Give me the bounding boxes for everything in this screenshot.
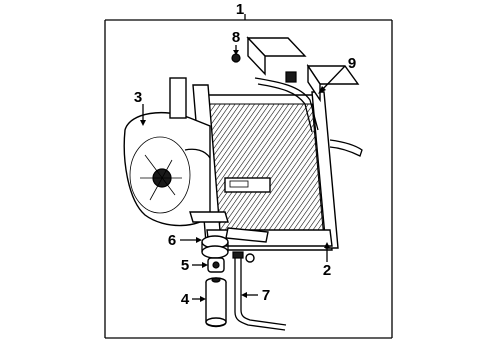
leader-lines	[140, 45, 346, 302]
clamp	[201, 235, 229, 259]
fan-shroud	[123, 77, 211, 227]
condenser	[192, 84, 363, 256]
callout-1: 1	[236, 1, 244, 18]
hose-9	[254, 77, 319, 133]
receiver-drier	[205, 277, 227, 328]
callout-8: 8	[232, 29, 240, 46]
callout-9: 9	[348, 55, 356, 72]
callout-2: 2	[323, 262, 331, 279]
tube-7	[232, 251, 287, 331]
callout-4: 4	[181, 291, 190, 308]
assembly-frame	[104, 14, 393, 339]
bracket-pieces	[189, 211, 269, 243]
bolt-8	[231, 53, 241, 63]
callout-6: 6	[168, 232, 176, 249]
callout-5: 5	[181, 257, 189, 274]
air-seal-upper	[246, 36, 360, 103]
callout-3: 3	[134, 89, 142, 106]
pressure-switch	[207, 257, 225, 273]
callout-7: 7	[262, 287, 270, 304]
